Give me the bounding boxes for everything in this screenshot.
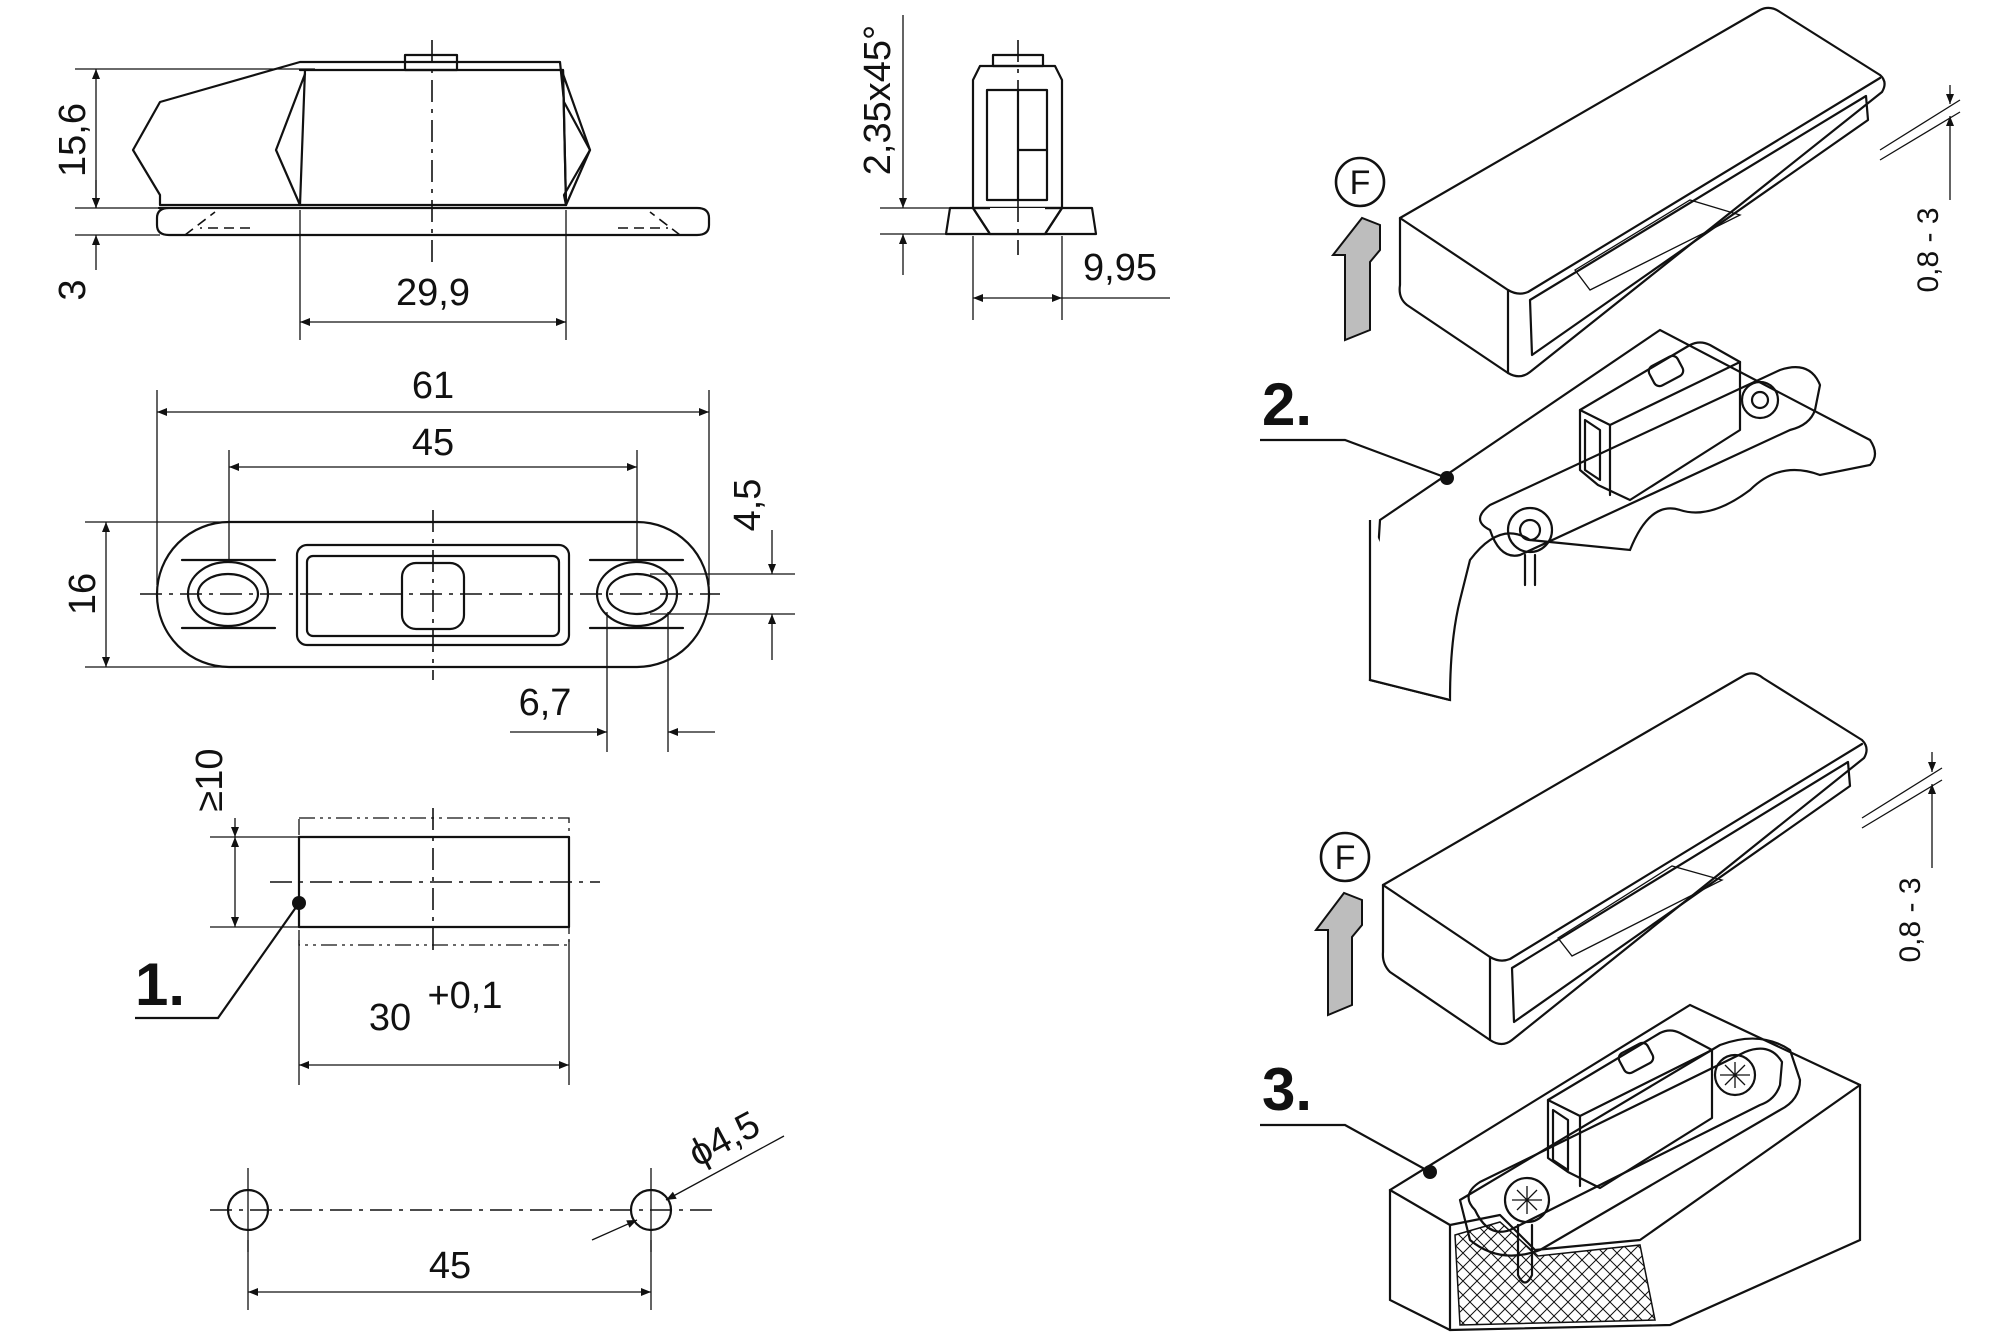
installation-detail-2: F 0,8 - 3 2. (1260, 6, 1961, 702)
front-base-dim: 3 (52, 279, 94, 300)
top-view: 45 61 16 4,5 6,7 (62, 365, 795, 752)
force-label: F (1335, 839, 1356, 877)
top-height-dim: 16 (62, 573, 104, 615)
hole-diameter-dim: ϕ4,5 (682, 1103, 767, 1175)
force-arrow-icon (1313, 891, 1363, 1017)
cutout-view: ≥10 30 +0,1 1. (135, 748, 600, 1085)
top-slot-length-dim: 6,7 (519, 682, 572, 724)
side-chamfer-dim: 2,35x45° (857, 25, 899, 175)
top-slot-dim: 4,5 (727, 479, 769, 532)
top-overall-dim: 61 (412, 365, 454, 407)
front-height-dim: 15,6 (52, 103, 94, 177)
callout-3: 3. (1262, 1056, 1312, 1123)
cutout-min-dim: ≥10 (189, 748, 231, 811)
front-view: 15,6 3 29,9 (52, 40, 711, 340)
hole-spacing-dim: 45 (429, 1245, 471, 1287)
installation-detail-3: F 0,8 - 3 3. (1260, 672, 1943, 1332)
hole-pattern-view: 45 ϕ4,5 (210, 1103, 785, 1310)
cutout-length-dim: 30 (369, 997, 411, 1039)
gap-dim-2: 0,8 - 3 (1912, 207, 1945, 292)
force-arrow-icon (1330, 216, 1381, 342)
callout-2: 2. (1262, 371, 1312, 438)
top-hole-spacing-dim: 45 (412, 422, 454, 464)
side-view: 2,35x45° 9,95 (857, 15, 1170, 320)
force-label: F (1350, 164, 1371, 202)
gap-dim-3: 0,8 - 3 (1894, 877, 1927, 962)
force-symbol-icon (1334, 156, 1386, 208)
front-width-dim: 29,9 (396, 272, 470, 314)
side-width-dim: 9,95 (1083, 247, 1157, 289)
callout-1: 1. (135, 951, 185, 1018)
force-symbol-icon (1319, 831, 1371, 883)
cutout-tolerance-dim: +0,1 (427, 975, 502, 1017)
